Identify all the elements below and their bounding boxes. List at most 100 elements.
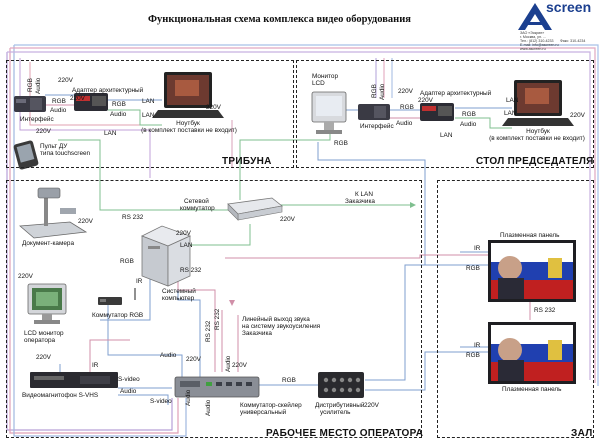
label-rs232-scaler-2: RS 232	[214, 308, 221, 330]
label-rgb-switch: Коммутатор RGB	[92, 312, 144, 319]
label-scaler-1: Коммутатор-скейлер	[240, 402, 302, 409]
label-interface-tribune: Интерфейс	[20, 116, 54, 123]
logo-line-4: Факс: 310-4234	[560, 39, 586, 43]
universal-scaler	[174, 376, 260, 398]
logo-line-1: ЗАО «Эскрин»	[520, 31, 545, 35]
label-lan-chair-2: LAN	[504, 110, 517, 117]
logo-line-3: Тел.: (812) 310-4233	[520, 39, 554, 43]
label-doc-camera: Документ-камера	[22, 240, 75, 247]
lcd-monitor-chair	[311, 91, 347, 134]
label-laptop-chair-1: Ноутбук	[526, 128, 550, 135]
label-audio-chair-2: Audio	[460, 121, 477, 128]
label-ir-pc: IR	[136, 278, 143, 285]
zone-operator-label: РАБОЧЕЕ МЕСТО ОПЕРАТОРА	[266, 428, 424, 439]
label-interface-chair: Интерфейс	[360, 123, 394, 130]
zone-tribune-box	[6, 60, 294, 168]
label-rgb-plasma-2: RGB	[466, 352, 480, 359]
label-220v-vcr: 220V	[36, 354, 51, 361]
zone-chair-label: СТОЛ ПРЕДСЕДАТЕЛЯ	[476, 156, 594, 167]
label-laptop-tribune-2: (в комплект поставки не входит)	[141, 127, 237, 134]
laptop-tribune	[152, 72, 224, 118]
label-220v-lcd-op: 220V	[18, 273, 33, 280]
adapter-device-chair	[420, 103, 454, 121]
label-audio-scaler-top: Audio	[160, 352, 177, 359]
system-computer	[141, 225, 192, 287]
interface-device-chair	[358, 104, 390, 120]
label-lan-client-2: Заказчика	[345, 198, 375, 205]
network-switch	[227, 197, 283, 221]
label-adapter-chair: Адаптер архитектурный	[420, 90, 492, 97]
label-line-out-2: на систему звукоусиления	[242, 323, 321, 330]
label-lan-tribune-2: LAN	[142, 112, 155, 119]
label-rgb-chair-monitor: RGB	[334, 140, 348, 147]
label-svideo-1: S-video	[118, 376, 140, 383]
logo-line-5: E-mail: info@ascreen.ru	[520, 43, 559, 47]
label-rgb-chair-2: RGB	[462, 111, 476, 118]
zone-hall-label: ЗАЛ	[571, 428, 593, 439]
zone-chair-box	[296, 60, 594, 168]
label-laptop-tribune-1: Ноутбук	[176, 120, 200, 127]
label-lan-tribune-1: LAN	[142, 98, 155, 105]
label-lcd-op-2: оператора	[24, 337, 56, 344]
vcr-svhs	[30, 372, 118, 388]
label-rs232-hall: RS 232	[534, 307, 556, 314]
label-lan-tribune-3: LAN	[104, 130, 117, 137]
label-220v-switch: 220V	[280, 216, 295, 223]
label-adapter-tribune: Адаптер архитектурный	[72, 87, 144, 94]
lcd-monitor-operator	[27, 283, 67, 324]
label-audio-scaler-vert: Audio	[225, 355, 232, 372]
label-switch-1: Сетевой	[184, 198, 209, 205]
plasma-panel-2	[488, 322, 576, 384]
document-camera	[19, 187, 88, 239]
label-remote-2: типа touchscreen	[40, 150, 91, 157]
label-line-out-3: Заказчика	[242, 330, 272, 337]
label-220v-scaler-2: 220V	[232, 362, 247, 369]
label-rs232-pc: RS 232	[122, 214, 144, 221]
label-ir-plasma-2: IR	[474, 342, 481, 349]
label-distrib-2: усилитель	[320, 409, 351, 416]
label-ir-vcr: IR	[92, 362, 99, 369]
label-220v-doccam: 220V	[78, 218, 93, 225]
label-lcd-op-1: LCD монитор	[24, 330, 64, 337]
label-lan-chair-1: LAN	[506, 97, 519, 104]
label-lan-pc: LAN	[180, 242, 193, 249]
label-lan-client-1: К LAN	[355, 191, 373, 198]
diagram-title: Функциональная схема комплекса видео обо…	[148, 14, 411, 25]
label-rgb-chair-1: RGB	[400, 104, 414, 111]
label-monitor-lcd-1: Монитор	[312, 73, 339, 80]
label-system-pc-2: компьютер	[162, 295, 195, 302]
label-distrib-1: Дистрибутивный	[315, 402, 365, 409]
label-rs232-pc-2: RS 232	[180, 267, 202, 274]
label-plasma-2: Плазменная панель	[502, 386, 562, 393]
label-vcr: Видеомагнитофон S-VHS	[22, 392, 99, 399]
label-scaler-2: универсальный	[240, 409, 287, 416]
laptop-chair	[502, 80, 574, 126]
label-rgb-chair-vert: RGB	[371, 84, 378, 98]
label-audio-scaler-2: Audio	[205, 399, 212, 416]
rgb-switch-device	[98, 297, 122, 305]
label-audio-chair-1: Audio	[396, 120, 413, 127]
label-rgb-tribune-2: RGB	[112, 101, 126, 108]
label-220v-tribune-remote: 220V	[36, 128, 51, 135]
label-rgb-tribune-1: RGB	[52, 98, 66, 105]
label-system-pc-1: Системный	[162, 288, 196, 295]
logo-word: screen	[546, 0, 592, 15]
label-lan-chair-3: LAN	[440, 132, 453, 139]
zone-operator-box	[6, 180, 422, 438]
logo-line-2: г. Москва, ул. ...	[520, 35, 546, 39]
label-audio-tribune-vert: Audio	[35, 77, 42, 94]
label-rgb-plasma-1: RGB	[466, 265, 480, 272]
label-220v-chair-laptop: 220V	[570, 112, 585, 119]
label-laptop-chair-2: (в комплект поставки не входит)	[489, 135, 585, 142]
label-rgb-tribune-vert: RGB	[27, 78, 34, 92]
label-rs232-scaler: RS 232	[205, 320, 212, 342]
adapter-device-tribune	[74, 93, 108, 111]
label-220v-tribune-laptop: 220V	[206, 104, 221, 111]
label-220v-chair-adapter: 220V	[418, 97, 433, 104]
logo-line-6: www.ascreen.ru	[520, 47, 546, 51]
label-220v-pc: 220V	[176, 230, 191, 237]
label-rgb-pc: RGB	[120, 258, 134, 265]
label-audio-chair-vert: Audio	[379, 83, 386, 100]
